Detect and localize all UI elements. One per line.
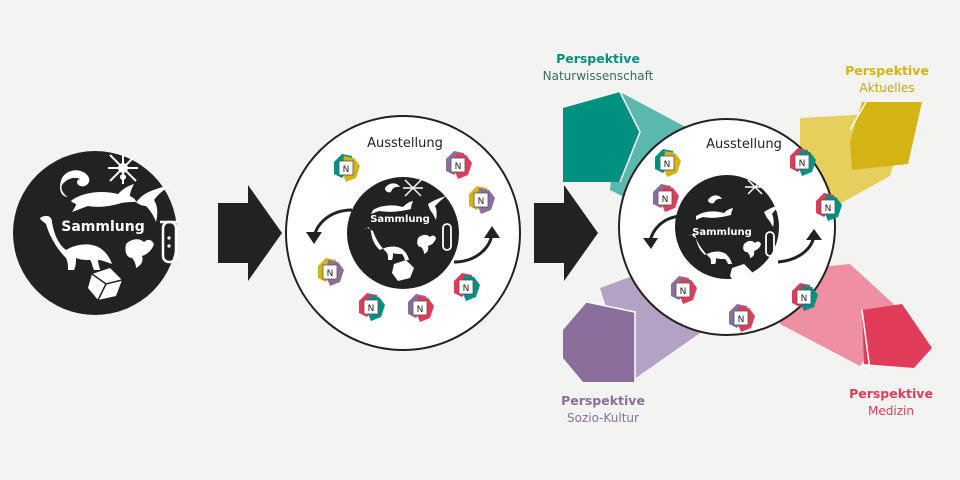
exhibition-title-3: Ausstellung bbox=[706, 137, 782, 152]
perspective-badge-icon: N bbox=[359, 293, 385, 321]
perspective-badge-icon: N bbox=[792, 283, 818, 311]
perspective-badge-icon: N bbox=[408, 294, 434, 322]
perspective-badge-icon: N bbox=[816, 193, 842, 221]
perspective-current-heading: Perspektive bbox=[845, 63, 929, 78]
cycle-arrowhead-left bbox=[306, 232, 322, 244]
badge-letter: N bbox=[664, 160, 671, 170]
perspective-medical-label: Perspektive Medizin bbox=[849, 386, 933, 418]
test-tube-icon bbox=[160, 220, 179, 264]
perspective-nature-heading: Perspektive bbox=[556, 51, 640, 66]
perspective-badge-icon: N bbox=[655, 149, 681, 177]
cycle-arrowhead-right-3 bbox=[806, 229, 822, 240]
perspective-medical-heading: Perspektive bbox=[849, 386, 933, 401]
perspective-social-heading: Perspektive bbox=[561, 393, 645, 408]
snail-shell-icon bbox=[60, 170, 90, 197]
core-icons-3 bbox=[688, 179, 782, 284]
badge-letter: N bbox=[417, 305, 424, 315]
badge-letter: N bbox=[662, 195, 669, 205]
badge-letter: N bbox=[463, 284, 470, 294]
collection-label: Sammlung bbox=[61, 219, 144, 235]
perspective-badges: N N N N N N N N N N N N N N bbox=[318, 148, 842, 332]
perspective-badge-icon: N bbox=[454, 273, 480, 301]
badge-letter: N bbox=[478, 197, 485, 207]
badge-letter: N bbox=[368, 304, 375, 314]
perspective-badge-icon: N bbox=[469, 186, 495, 214]
perspective-badge-icon: N bbox=[729, 304, 755, 332]
ichthyosaur-icon bbox=[71, 184, 136, 212]
badge-letter: N bbox=[801, 294, 808, 304]
exhibition-core-label-3: Sammlung bbox=[692, 227, 752, 238]
stage-perspectives: Ausstellung Sammlung bbox=[563, 91, 932, 382]
stage-collection: Sammlung bbox=[13, 151, 179, 315]
badge-letter: N bbox=[825, 204, 832, 214]
perspective-badge-icon: N bbox=[318, 258, 344, 286]
perspective-badge-icon: N bbox=[446, 151, 472, 179]
flow-arrow-1 bbox=[218, 185, 282, 281]
flow-arrow-2 bbox=[534, 185, 598, 281]
crystal-icon bbox=[88, 268, 123, 301]
perspective-badge-icon: N bbox=[334, 154, 360, 182]
leaf-icon bbox=[125, 239, 154, 268]
perspective-nature-name: Naturwissenschaft bbox=[543, 69, 654, 83]
perspective-current-name: Aktuelles bbox=[859, 81, 914, 95]
spider-icon bbox=[108, 152, 138, 184]
badge-letter: N bbox=[799, 159, 806, 169]
perspective-social-name: Sozio-Kultur bbox=[567, 411, 639, 425]
collection-icons bbox=[40, 152, 179, 301]
exhibition-core-label: Sammlung bbox=[370, 214, 430, 225]
badge-letter: N bbox=[343, 165, 350, 175]
stage-exhibition: Ausstellung Sammlung bbox=[285, 115, 521, 351]
collection-disc bbox=[13, 151, 177, 315]
perspective-badge-icon: N bbox=[790, 148, 816, 176]
badge-letter: N bbox=[455, 162, 462, 172]
sauropod-icon bbox=[40, 215, 112, 270]
pterosaur-icon bbox=[136, 184, 172, 222]
core-icons bbox=[363, 179, 452, 281]
cycle-arrowhead-left-3 bbox=[643, 238, 658, 249]
perspective-badge-icon: N bbox=[671, 276, 697, 304]
perspective-nature-label: Perspektive Naturwissenschaft bbox=[543, 51, 654, 83]
perspective-current-label: Perspektive Aktuelles bbox=[845, 63, 929, 95]
badge-letter: N bbox=[327, 269, 334, 279]
exhibition-title: Ausstellung bbox=[367, 136, 443, 151]
perspective-social-label: Perspektive Sozio-Kultur bbox=[561, 393, 645, 425]
badge-letter: N bbox=[738, 315, 745, 325]
badge-letter: N bbox=[680, 287, 687, 297]
perspective-medical-name: Medizin bbox=[868, 404, 914, 418]
cycle-arrowhead-right bbox=[484, 226, 500, 238]
perspective-badge-icon: N bbox=[653, 184, 679, 212]
